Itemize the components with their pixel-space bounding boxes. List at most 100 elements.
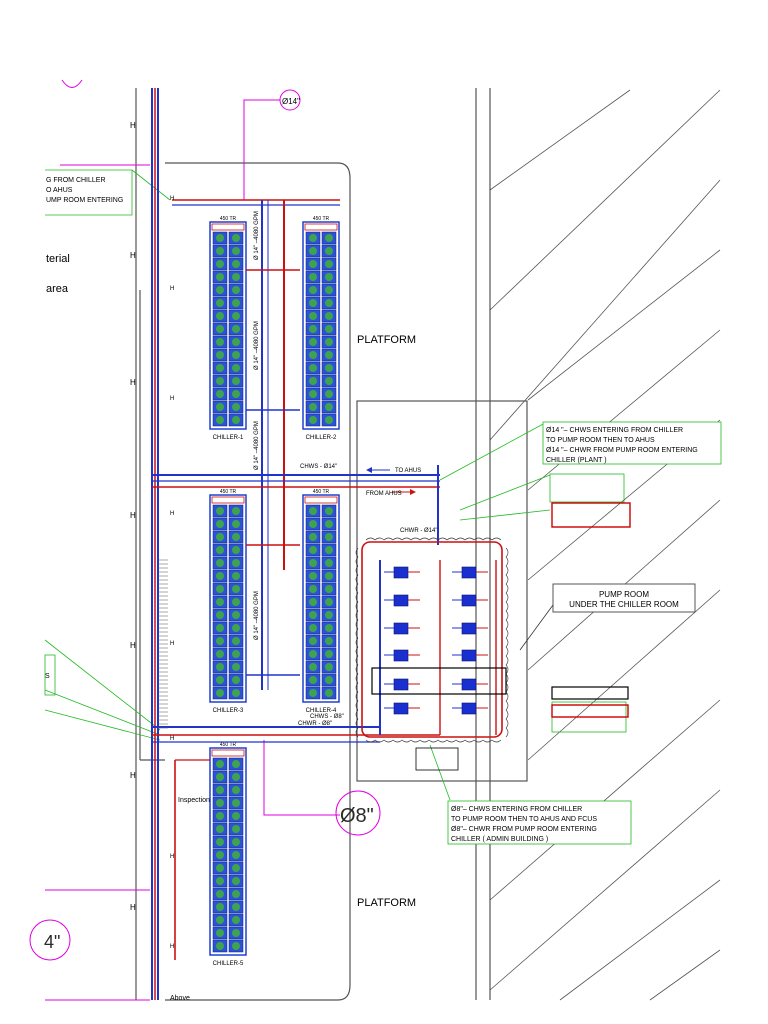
h-mark: H xyxy=(170,196,174,202)
pump-unit xyxy=(384,702,420,715)
fan-icon xyxy=(325,351,333,359)
fan-icon xyxy=(309,377,317,385)
fan-icon xyxy=(309,520,317,528)
h-mark: H xyxy=(170,511,174,517)
fan-icon xyxy=(309,637,317,645)
note-8-line2: TO PUMP ROOM THEN TO AHUS AND FCUS xyxy=(451,816,597,823)
fan-icon xyxy=(232,286,240,294)
fan-icon xyxy=(232,338,240,346)
pump-unit xyxy=(452,678,488,691)
note-8-line1: Ø8"– CHWS ENTERING FROM CHILLER xyxy=(451,806,582,813)
fan-icon xyxy=(232,520,240,528)
fan-icon xyxy=(216,416,224,424)
fan-icon xyxy=(325,507,333,515)
fan-icon xyxy=(309,559,317,567)
fan-icon xyxy=(325,572,333,580)
fan-icon xyxy=(232,637,240,645)
fan-icon xyxy=(216,507,224,515)
pipe-label-chwr-8: CHWR - Ø8" xyxy=(298,721,332,727)
s-mark: S xyxy=(45,673,50,680)
fan-icon xyxy=(216,890,224,898)
fan-icon xyxy=(216,773,224,781)
highlight-boxes xyxy=(551,502,631,718)
fan-icon xyxy=(216,864,224,872)
pump-unit xyxy=(452,702,488,715)
fan-icon xyxy=(309,390,317,398)
riser-label-1: Ø 14" –4080 GPM xyxy=(254,211,260,260)
fan-icon xyxy=(232,273,240,281)
wall-lines xyxy=(475,88,491,1000)
h-mark: H xyxy=(170,396,174,402)
fan-icon xyxy=(309,260,317,268)
pump-unit xyxy=(384,649,420,662)
chiller-label: CHILLER-2 xyxy=(306,435,337,441)
fan-icon xyxy=(309,598,317,606)
fan-icon xyxy=(232,507,240,515)
pipe-label-from-ahus: FROM AHUS xyxy=(366,491,402,497)
pump-room-callout-box xyxy=(552,583,696,613)
fan-icon xyxy=(232,546,240,554)
fan-icon xyxy=(325,377,333,385)
pump-room-scallop xyxy=(355,537,509,743)
fan-icon xyxy=(232,825,240,833)
fan-icon xyxy=(232,773,240,781)
fan-icon xyxy=(309,663,317,671)
fan-icon xyxy=(216,234,224,242)
fan-icon xyxy=(216,799,224,807)
fan-icon xyxy=(309,312,317,320)
fan-icon xyxy=(309,351,317,359)
fan-icon xyxy=(232,650,240,658)
note-14-line2: TO PUMP ROOM THEN TO AHUS xyxy=(546,437,655,444)
fan-icon xyxy=(232,364,240,372)
fan-icon xyxy=(216,903,224,911)
fan-icon xyxy=(216,916,224,924)
fan-icon xyxy=(216,786,224,794)
pipe-runs xyxy=(151,88,503,1000)
fan-icon xyxy=(216,533,224,541)
fan-icon xyxy=(325,286,333,294)
h-mark: H xyxy=(130,251,136,260)
fan-icon xyxy=(232,929,240,937)
note-top-left-2: O AHUS xyxy=(46,187,73,194)
fan-icon xyxy=(216,663,224,671)
fan-icon xyxy=(232,351,240,359)
fan-icon xyxy=(232,890,240,898)
note-top-left-1: G FROM CHILLER xyxy=(46,177,106,184)
fan-icon xyxy=(216,611,224,619)
fan-icon xyxy=(309,338,317,346)
fan-icon xyxy=(309,689,317,697)
fan-icon xyxy=(325,663,333,671)
riser-label-3: Ø 14" –4080 GPM xyxy=(254,421,260,470)
fan-icon xyxy=(309,507,317,515)
fan-icon xyxy=(325,546,333,554)
green-leaders xyxy=(44,169,627,801)
magenta-leaders xyxy=(29,79,381,1001)
fan-icon xyxy=(309,676,317,684)
bubble-top-label: Ø14" xyxy=(282,97,300,106)
fan-icon xyxy=(325,520,333,528)
fan-icon xyxy=(216,338,224,346)
chiller-label: CHILLER-1 xyxy=(213,435,244,441)
pump-room-outline xyxy=(356,400,528,782)
fan-icon xyxy=(232,799,240,807)
fan-icon xyxy=(309,273,317,281)
fan-icon xyxy=(232,838,240,846)
stair-hatch xyxy=(158,559,168,729)
fan-icon xyxy=(216,598,224,606)
fan-icon xyxy=(232,325,240,333)
fan-icon xyxy=(325,676,333,684)
note-top-left-3: UMP ROOM ENTERING xyxy=(46,197,123,204)
chiller-room-outline xyxy=(135,88,351,1001)
platform-label-top: PLATFORM xyxy=(357,334,416,346)
fan-icon xyxy=(232,416,240,424)
fan-icon xyxy=(216,676,224,684)
h-mark: H xyxy=(130,121,136,130)
chiller-capacity: 450 TR xyxy=(220,742,237,748)
note-14-line4: CHILLER (PLANT ) xyxy=(546,457,607,464)
above-label: Above xyxy=(170,995,190,1002)
fan-icon xyxy=(309,572,317,580)
fan-icon xyxy=(232,572,240,580)
fan-icon xyxy=(216,624,224,632)
